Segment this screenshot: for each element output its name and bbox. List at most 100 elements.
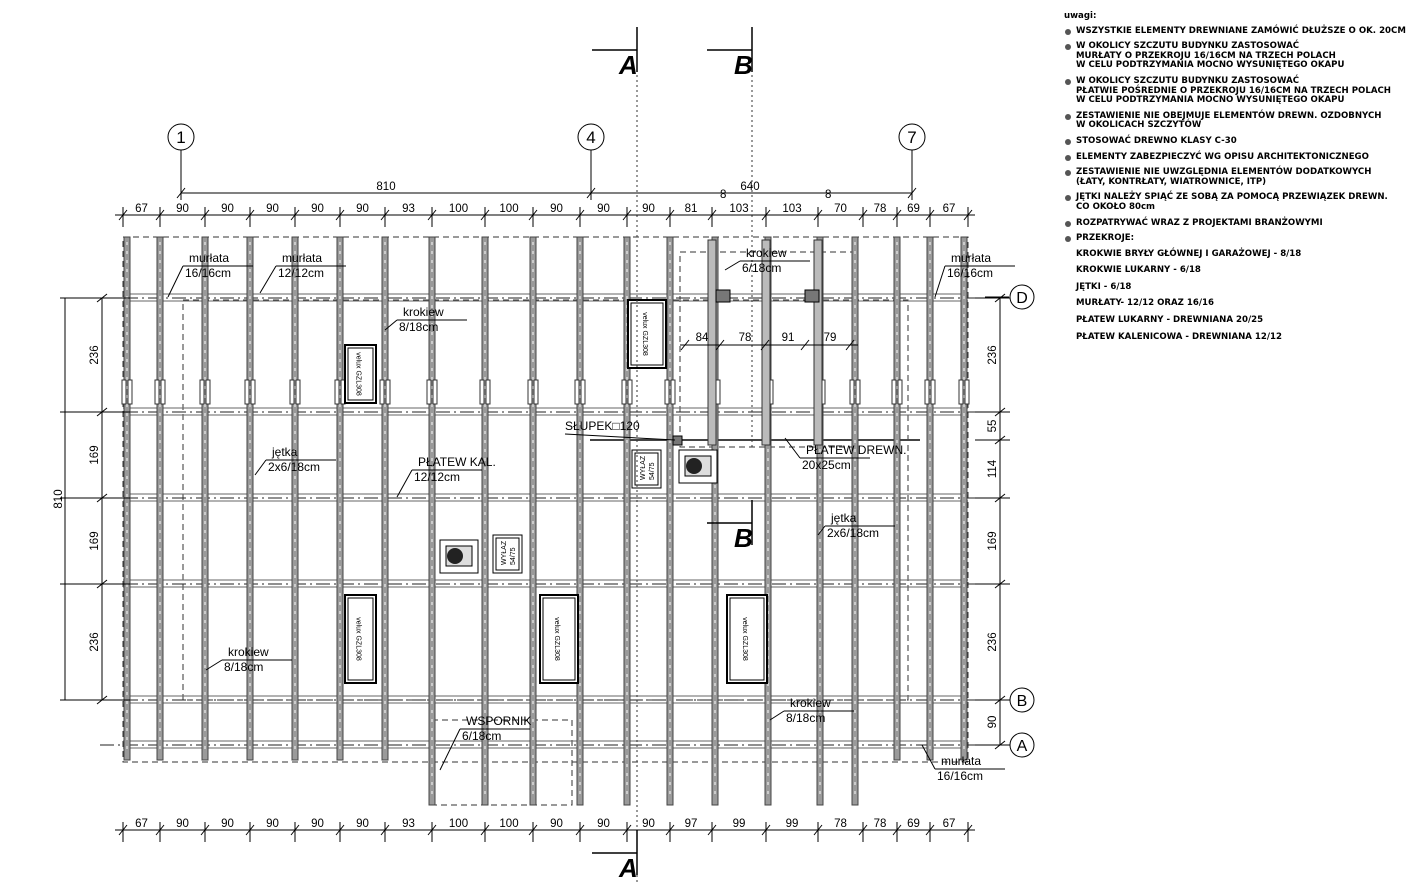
section-spec: JĘTKI - 6/18 xyxy=(1076,281,1132,292)
velux-frame xyxy=(729,597,765,681)
dimension-label: 93 xyxy=(402,203,415,215)
collar-tie xyxy=(664,379,670,405)
label-krokiew: krokiew xyxy=(403,305,444,319)
leader-line xyxy=(254,459,267,476)
note-item: PRZEKROJE: xyxy=(1064,233,1409,244)
dimension-label: 90 xyxy=(987,716,999,729)
label-krokiew: krokiew xyxy=(746,246,787,260)
collar-tie xyxy=(379,379,385,405)
dimension-label: 236 xyxy=(89,345,101,364)
label-krokiew-size: 8/18cm xyxy=(224,660,263,674)
axis-label: D xyxy=(1016,290,1028,307)
dimension-label: 70 xyxy=(834,203,847,215)
chimney-icon xyxy=(686,458,702,474)
section-spec: PŁATEW LUKARNY - DREWNIANA 20/25 xyxy=(1076,315,1264,326)
velux-label: velux GZL308 xyxy=(553,617,560,661)
notes-title: uwagi: xyxy=(1064,11,1097,21)
collar-tie xyxy=(479,379,485,405)
label-wspornik: WSPORNIK xyxy=(466,714,531,728)
dimension-tick xyxy=(907,187,917,199)
velux-label: velux GZL308 xyxy=(355,352,362,396)
section-spec: KROKWIE BRYŁY GŁÓWNEJ I GARAŻOWEJ - 8/18 xyxy=(1076,248,1302,259)
section-mark-a: A xyxy=(618,853,638,883)
roof-outline xyxy=(122,236,969,763)
dimension-label: 90 xyxy=(356,818,369,830)
dimension-label: 90 xyxy=(221,203,234,215)
collar-tie xyxy=(849,379,855,405)
roof-hatch xyxy=(492,534,523,574)
label-jetka-size: 2x6/18cm xyxy=(827,526,879,540)
label-jetka: jętka xyxy=(271,445,298,459)
rafter xyxy=(336,236,344,761)
collar-tie xyxy=(205,379,211,405)
dimension-label: 69 xyxy=(907,818,920,830)
leader-line xyxy=(564,433,676,441)
dimension-label: 67 xyxy=(943,203,956,215)
label-murlata-size: 16/16cm xyxy=(937,769,983,783)
dimension-label: 90 xyxy=(221,818,234,830)
dimension-label: 90 xyxy=(176,818,189,830)
dimension-label: 103 xyxy=(782,203,801,215)
collar-tie xyxy=(580,379,586,405)
dimension-label: 84 xyxy=(696,332,709,344)
label-platew-drewn: PŁATEW DREWN. xyxy=(806,443,906,457)
leader-line xyxy=(439,728,461,771)
collar-tie xyxy=(574,379,580,405)
dormer-rafter xyxy=(707,239,717,446)
dimension-label: 55 xyxy=(987,420,999,433)
dimension-label: 100 xyxy=(449,818,468,830)
dimension-label: 90 xyxy=(311,203,324,215)
wall-outline xyxy=(182,299,909,701)
dimension-tick xyxy=(176,187,186,199)
collar-tie xyxy=(432,379,438,405)
axis-label: A xyxy=(1017,738,1028,755)
velux-frame xyxy=(347,347,374,401)
hatch-size: 54/75 xyxy=(510,547,517,565)
dimension-tick xyxy=(680,339,690,351)
label-murlata: murłata xyxy=(282,251,322,265)
dimension-label: 90 xyxy=(597,818,610,830)
dimension-label: 78 xyxy=(739,332,752,344)
dimension-label: 90 xyxy=(550,203,563,215)
rafter xyxy=(381,236,389,761)
dimension-label: 169 xyxy=(987,531,999,550)
label-wspornik-size: 6/18cm xyxy=(462,729,501,743)
note-item: STOSOWAĆ DREWNO KLASY C-30 xyxy=(1064,136,1409,147)
collar-tie xyxy=(289,379,295,405)
note-item: ELEMENTY ZABEZPIECZYĆ WG OPISU ARCHITEKT… xyxy=(1064,152,1409,163)
collar-tie xyxy=(160,379,166,405)
label-krokiew: krokiew xyxy=(228,645,269,659)
label-murlata-size: 16/16cm xyxy=(947,266,993,280)
note-item: ZESTAWIENIE NIE UWZGLĘDNIA ELEMENTÓW DOD… xyxy=(1064,167,1409,187)
dimension-label: 67 xyxy=(135,203,148,215)
velux-window xyxy=(539,594,579,684)
label-platew-kal-size: 12/12cm xyxy=(414,470,460,484)
collar-tie xyxy=(385,379,391,405)
note-item: W OKOLICY SZCZUTU BUDYNKU ZASTOSOWAĆ MUR… xyxy=(1064,41,1409,71)
chimney-icon xyxy=(447,548,463,564)
leader-line xyxy=(259,265,277,294)
velux-frame xyxy=(542,597,576,681)
dimension-tick xyxy=(715,339,725,351)
note-item: JĘTKI NALEŻY SPIĄĆ ZE SOBĄ ZA POMOCĄ PRZ… xyxy=(1064,192,1409,212)
axis-label: 1 xyxy=(176,128,185,147)
leader-line xyxy=(817,525,826,536)
hatch-label: WYŁAZ xyxy=(640,455,647,480)
dimension-label: 90 xyxy=(597,203,610,215)
post-block xyxy=(715,289,731,303)
dimension-label: 99 xyxy=(733,818,746,830)
rafter xyxy=(156,236,164,761)
collar-tie xyxy=(627,379,633,405)
dormer-rafter xyxy=(761,239,771,446)
label-murlata: murłata xyxy=(951,251,991,265)
notes-panel: uwagi: WSZYSTKIE ELEMENTY DREWNIANE ZAMÓ… xyxy=(1064,11,1409,349)
dimension-label: 169 xyxy=(89,445,101,464)
leader-line xyxy=(934,265,946,298)
dimension-tick xyxy=(800,339,810,351)
dimension-label: 91 xyxy=(782,332,795,344)
velux-frame xyxy=(630,302,664,366)
leader-line xyxy=(921,744,936,770)
dimension-label: 90 xyxy=(311,818,324,830)
dimension-label: 236 xyxy=(987,345,999,364)
